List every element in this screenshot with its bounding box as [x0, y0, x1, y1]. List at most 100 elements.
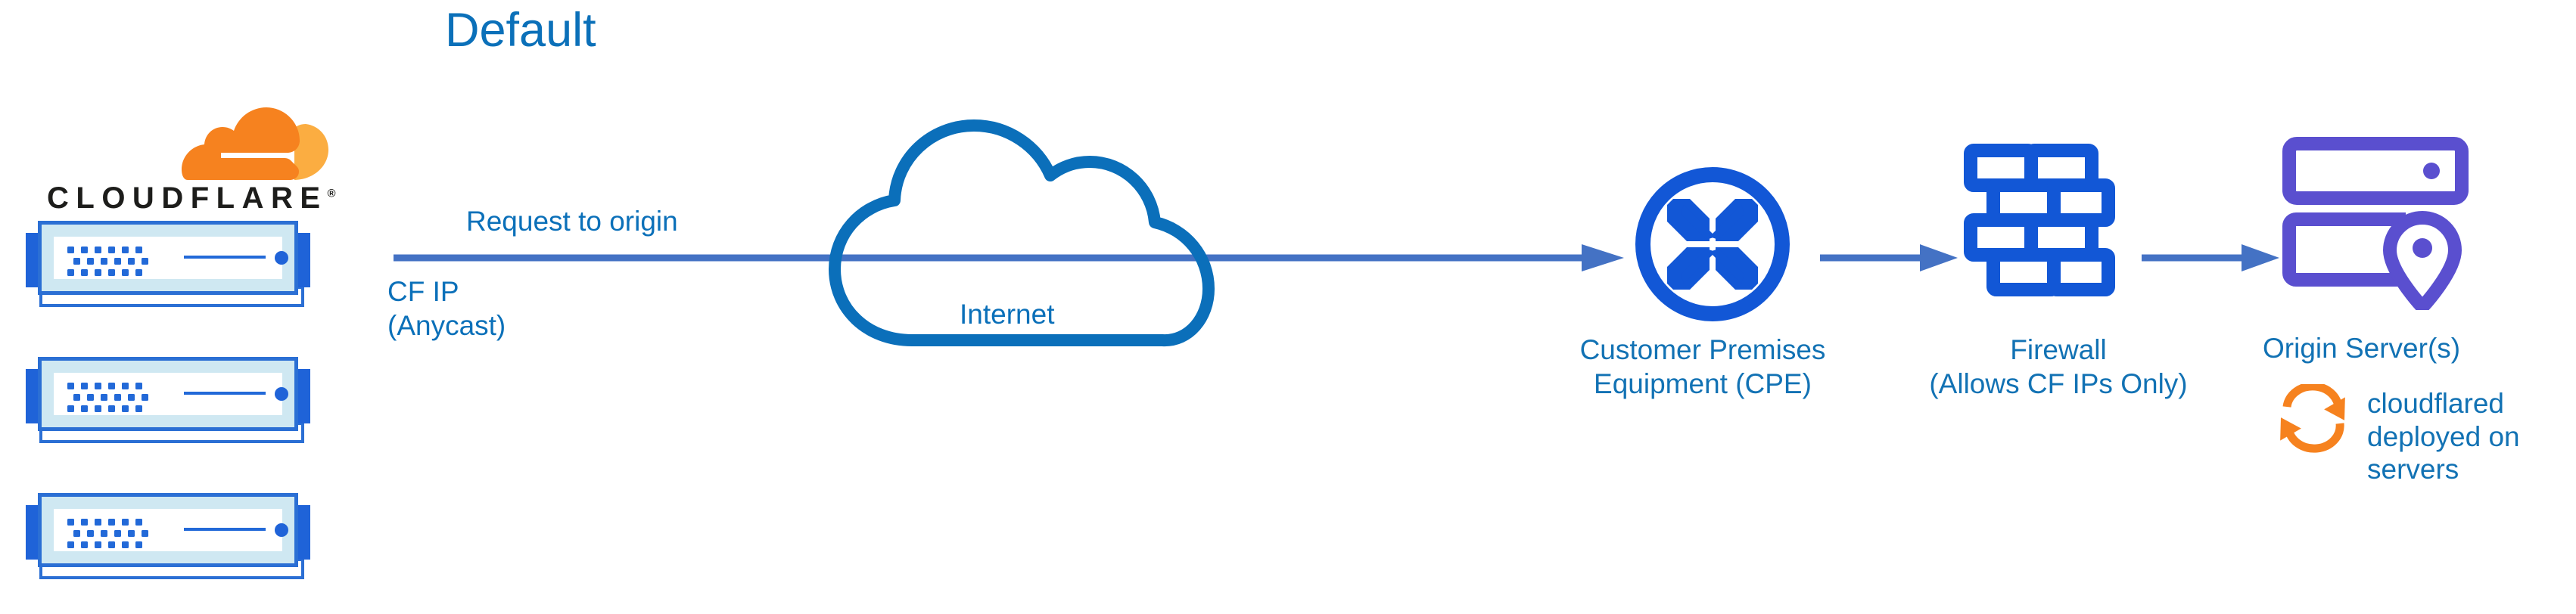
rack-vent-dot — [73, 530, 80, 537]
rack-vent-dot — [128, 258, 135, 265]
rack-vent-dot — [81, 541, 88, 548]
registered-trademark-icon: ® — [327, 187, 336, 200]
rack-vent-dot — [135, 269, 142, 276]
rack-vent-dot — [95, 247, 101, 253]
rack-vent-dot — [81, 519, 88, 526]
cloudflare-brand-lockup: CLOUDFLARE® — [30, 106, 348, 215]
rack-panel — [54, 373, 288, 415]
rack-vent-dot — [87, 258, 94, 265]
rack-vent-dot — [108, 405, 115, 412]
rack-vent-dot — [142, 394, 148, 401]
internet-cloud-icon — [829, 119, 1215, 347]
rack-vent-dot — [67, 519, 74, 526]
rack-vent-dot — [135, 541, 142, 548]
rack-vent-dot — [73, 394, 80, 401]
connector-firewall-to-origin — [2142, 244, 2279, 271]
rack-vent-dot — [67, 541, 74, 548]
rack-vent-dot — [67, 247, 74, 253]
rack-vent-dot — [135, 405, 142, 412]
cpe-label-line-2: Equipment (CPE) — [1594, 368, 1812, 400]
rack-vent-dot — [135, 383, 142, 389]
rack-slot-line — [184, 528, 266, 531]
rack-vent-dot — [81, 269, 88, 276]
cpe-label-line-1: Customer Premises — [1579, 334, 1826, 365]
cloudflare-wordmark: CLOUDFLARE® — [47, 181, 336, 216]
connector-cpe-to-firewall — [1820, 244, 1958, 271]
rack-vent-dot — [114, 530, 121, 537]
cloudflare-cloud-logo — [180, 106, 331, 181]
firewall-label-line-1: Firewall — [2010, 334, 2107, 365]
rack-body — [38, 357, 298, 431]
cloudflared-note-line-1: cloudflared — [2367, 388, 2505, 419]
rack-slot-line — [184, 256, 266, 259]
cloudflare-server-rack-1 — [17, 219, 319, 307]
request-to-origin-label: Request to origin — [466, 206, 678, 237]
rack-vent-dot — [135, 519, 142, 526]
cloudflare-wordmark-text: CLOUDFLARE — [47, 181, 328, 215]
rack-vent-dot — [108, 541, 115, 548]
rack-vent-dot — [122, 519, 129, 526]
rack-status-led — [275, 387, 288, 401]
rack-panel — [54, 237, 288, 279]
rack-vent-dot — [67, 269, 74, 276]
rack-vent-dot — [101, 394, 107, 401]
rack-vent-dot — [122, 383, 129, 389]
rack-panel — [54, 509, 288, 551]
rack-vent-dot — [95, 269, 101, 276]
rack-vent-dots — [67, 247, 158, 278]
cpe-label: Customer Premises Equipment (CPE) — [1544, 333, 1862, 401]
cf-ip-anycast-label: CF IP (Anycast) — [387, 274, 506, 343]
firewall-label-line-2: (Allows CF IPs Only) — [1929, 368, 2188, 400]
cf-ip-line-1: CF IP — [387, 276, 459, 307]
rack-vent-dot — [128, 530, 135, 537]
origin-server-label: Origin Server(s) — [2263, 333, 2461, 364]
rack-body — [38, 493, 298, 567]
rack-vent-dot — [81, 405, 88, 412]
rack-vent-dot — [81, 247, 88, 253]
cloudflare-server-rack-2 — [17, 355, 319, 443]
rack-vent-dots — [67, 519, 158, 550]
rack-vent-dot — [87, 394, 94, 401]
rack-vent-dot — [108, 269, 115, 276]
cf-ip-line-2: (Anycast) — [387, 310, 506, 342]
rack-vent-dot — [122, 247, 129, 253]
rack-vent-dot — [108, 519, 115, 526]
rack-vent-dot — [101, 530, 107, 537]
rack-vent-dot — [87, 530, 94, 537]
rack-vent-dot — [95, 405, 101, 412]
rack-vent-dot — [81, 383, 88, 389]
rack-vent-dots — [67, 383, 158, 414]
cloudflare-server-rack-3 — [17, 492, 319, 579]
rack-vent-dot — [114, 258, 121, 265]
rack-vent-dot — [128, 394, 135, 401]
rack-vent-dot — [95, 383, 101, 389]
rack-vent-dot — [108, 247, 115, 253]
router-icon — [1635, 167, 1790, 321]
rack-vent-dot — [108, 383, 115, 389]
rack-status-led — [275, 523, 288, 537]
internet-label: Internet — [960, 299, 1055, 330]
rack-vent-dot — [95, 519, 101, 526]
rack-vent-dot — [122, 269, 129, 276]
connector-cf-to-cpe — [394, 244, 1624, 271]
rack-vent-dot — [67, 405, 74, 412]
sync-arrows-icon — [2280, 384, 2345, 453]
rack-vent-dot — [95, 541, 101, 548]
rack-vent-dot — [142, 258, 148, 265]
rack-slot-line — [184, 392, 266, 395]
rack-status-led — [275, 251, 288, 265]
rack-vent-dot — [73, 258, 80, 265]
rack-vent-dot — [142, 530, 148, 537]
rack-vent-dot — [122, 405, 129, 412]
server-location-icon — [2282, 137, 2469, 310]
rack-vent-dot — [135, 247, 142, 253]
firewall-label: Firewall (Allows CF IPs Only) — [1892, 333, 2225, 401]
rack-vent-dot — [122, 541, 129, 548]
brick-wall-icon — [1964, 144, 2115, 296]
rack-vent-dot — [114, 394, 121, 401]
rack-vent-dot — [67, 383, 74, 389]
rack-body — [38, 221, 298, 295]
cloudflared-note: cloudflared deployed on servers — [2367, 387, 2556, 486]
cloudflared-note-line-3: servers — [2367, 454, 2459, 485]
